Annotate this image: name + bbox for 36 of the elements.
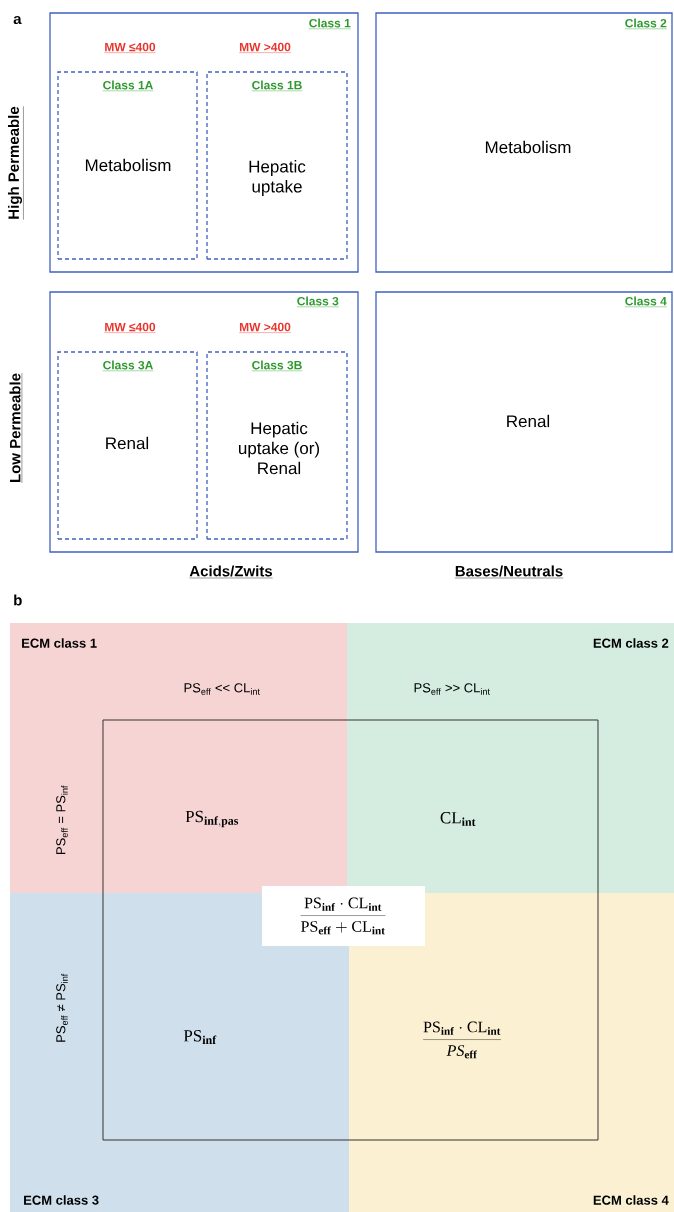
axis-title: Acids/Zwits: [189, 565, 273, 579]
box-text: Metabolism: [485, 140, 571, 154]
weight-label: MW >400: [238, 322, 292, 333]
class-label: Class 1A: [102, 80, 154, 91]
class-label: Class 4: [624, 296, 667, 307]
weight-label: MW ≤400: [104, 42, 156, 53]
class-label: Class 1: [308, 18, 351, 29]
box-text: Metabolism: [85, 158, 171, 172]
box-text: Hepatic uptake: [249, 160, 306, 196]
box-text: Renal: [106, 436, 149, 450]
panel-letter: a: [13, 15, 22, 25]
box-text: Renal: [507, 414, 550, 428]
condition-text: PS$_{eff}$ ≠ PS$_{inf}$: [56, 973, 68, 1042]
formula: $\mathrm{PS}_{\mathbf{inf}}$: [183, 1030, 217, 1044]
axis-title: Low Permeable: [9, 372, 23, 484]
condition-text: PS$_{eff}$ = PS$_{inf}$: [56, 785, 68, 854]
box-text: Hepatic uptake (or) Renal: [239, 421, 319, 475]
weight-label: MW ≤400: [104, 322, 156, 333]
panel-letter: b: [14, 594, 22, 606]
axis-title: High Permeable: [8, 106, 24, 220]
class-label: Class 1B: [251, 80, 303, 91]
weight-label: MW >400: [238, 42, 292, 53]
condition-text: PS$_{eff}$ << CL$_{int}$: [184, 683, 260, 695]
quadrant-title: ECM class 2: [593, 638, 669, 648]
quadrant-title: ECM class 1: [22, 638, 97, 648]
class-label: Class 3: [296, 296, 339, 308]
class-label: Class 3B: [251, 360, 303, 371]
quadrant-title: ECM class 3: [24, 1195, 99, 1205]
formula: $\frac{\mathrm{PS}_{\mathbf{inf}}\cdot\mathrm{CL}_{\mathbf{int}}}{\mathit{PS}_{\mathbf{eff}}}$: [423, 1021, 501, 1059]
class-label: Class 2: [624, 18, 667, 29]
formula: $\mathrm{PS}_{\mathbf{inf,pas}}$: [185, 810, 239, 828]
class-label: Class 3A: [102, 360, 154, 371]
condition-text: PS$_{eff}$ >> CL$_{int}$: [414, 683, 490, 695]
formula: $\frac{\mathrm{PS}_{\mathbf{inf}}\cdot\mathrm{CL}_{\mathbf{int}}}{\mathrm{PS}_{\mathbf{eff}}+\mathrm{CL}_{\mathbf{int}}}$: [300, 897, 386, 935]
formula: $\mathrm{CL}_{\mathbf{int}}$: [440, 812, 476, 826]
quadrant-title: ECM class 4: [593, 1195, 669, 1205]
